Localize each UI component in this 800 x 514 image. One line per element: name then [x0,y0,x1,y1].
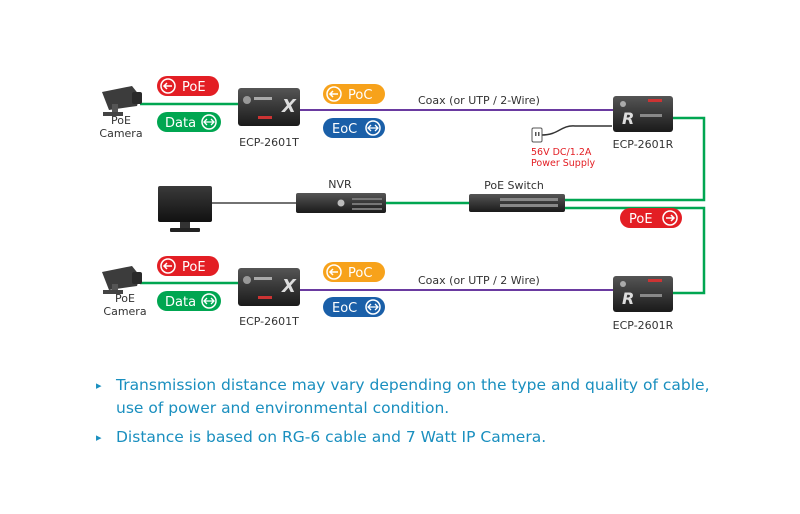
power-outlet-icon [531,127,543,143]
power-supply-label-2: Power Supply [531,158,595,169]
note-1-line-2: use of power and environmental condition… [116,399,450,417]
bottom-rx-logo: R [622,289,634,308]
top-data-pill-label: Data [165,116,196,131]
top-rx-model: ECP-2601R [613,138,674,151]
bullet-icon: ▸ [96,379,102,392]
nvr-device [296,193,386,213]
nvr-label: NVR [328,178,352,191]
note-item: ▸ Distance is based on RG-6 cable and 7 … [96,426,776,449]
notes-list: ▸ Transmission distance may vary dependi… [96,374,776,455]
top-poe-pill: PoE [157,76,219,96]
bullet-icon: ▸ [96,431,102,444]
poe-switch-device [469,194,565,212]
bottom-poe-pill-label: PoE [182,260,206,275]
note-item: ▸ Transmission distance may vary dependi… [96,374,776,420]
bottom-camera-icon [102,266,142,294]
bottom-data-pill-label: Data [165,295,196,310]
top-camera-icon [102,86,142,116]
top-rx-uplink [565,116,706,202]
top-camera-label-1: PoE [111,114,131,127]
bottom-tx-device: X [238,268,300,306]
bottom-poe-pill: PoE [157,256,219,276]
bottom-eoc-pill-label: EoC [332,301,357,316]
top-cable-label: Coax (or UTP / 2-Wire) [418,94,540,107]
monitor-icon [158,186,212,232]
middle-poe-pill: PoE [620,208,682,228]
top-tx-device: X [238,88,300,126]
top-rx-device: R [613,96,673,132]
bottom-cable-label: Coax (or UTP / 2 Wire) [418,274,540,287]
bottom-poc-pill: PoC [323,262,385,282]
top-data-pill: Data [157,112,221,132]
top-poc-pill: PoC [323,84,385,104]
bottom-camera-label-2: Camera [103,305,146,318]
top-tx-logo: X [281,96,297,117]
power-supply-cable [540,125,612,136]
note-1-line-1: Transmission distance may vary depending… [116,376,710,394]
top-tx-model: ECP-2601T [239,136,299,149]
bottom-camera-label-1: PoE [115,292,135,305]
bottom-rx-model: ECP-2601R [613,319,674,332]
middle-poe-pill-label: PoE [629,212,653,227]
note-2-line-1: Distance is based on RG-6 cable and 7 Wa… [116,428,547,446]
top-rx-logo: R [622,109,634,128]
bottom-poc-pill-label: PoC [348,266,372,281]
top-eoc-pill-label: EoC [332,122,357,137]
bottom-tx-model: ECP-2601T [239,315,299,328]
bottom-data-pill: Data [157,291,221,311]
top-camera-label-2: Camera [99,127,142,140]
bottom-eoc-pill: EoC [323,297,385,317]
top-poe-pill-label: PoE [182,80,206,95]
bottom-tx-logo: X [281,276,297,297]
poe-switch-label: PoE Switch [484,179,544,192]
power-supply-label-1: 56V DC/1.2A [531,147,592,158]
bottom-rx-device: R [613,276,673,312]
top-eoc-pill: EoC [323,118,385,138]
top-poc-pill-label: PoC [348,88,372,103]
